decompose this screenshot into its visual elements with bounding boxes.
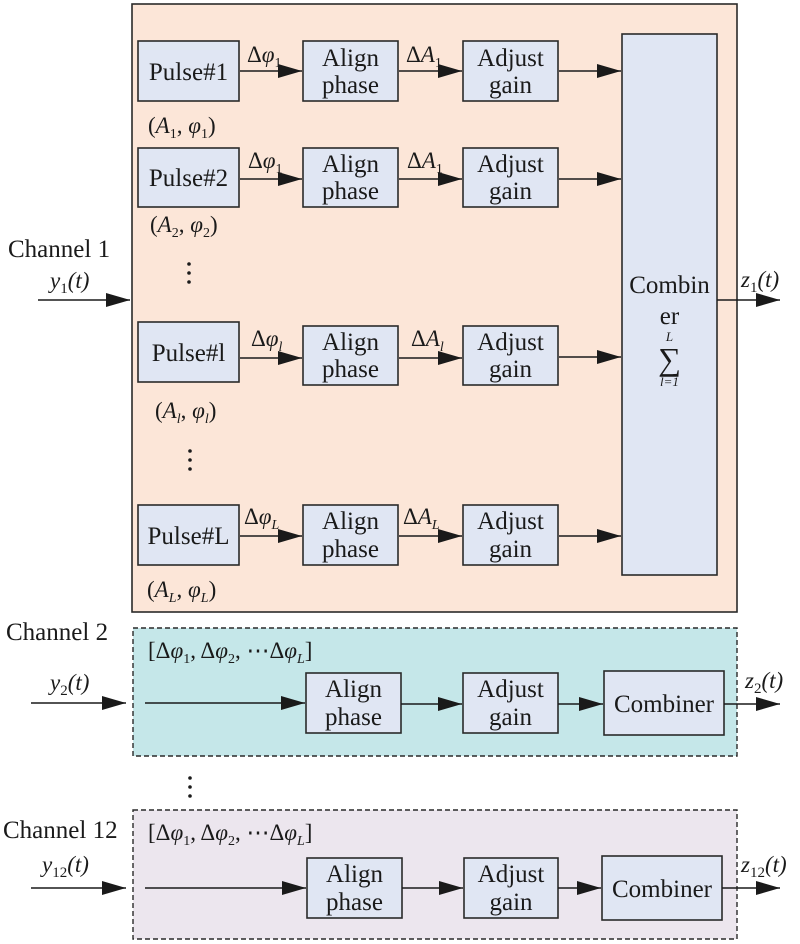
pulse-L-block[interactable] bbox=[137, 504, 240, 566]
pulse-1-label: Pulse#1 bbox=[149, 59, 228, 86]
channel-12-input-label: y12(t) bbox=[40, 852, 89, 881]
sum-symbol: ∑ bbox=[658, 341, 681, 377]
delta-phi-2-label: Δφ1 bbox=[248, 148, 283, 177]
adjust-gain-1-line2: gain bbox=[489, 72, 533, 99]
adjust-gain-2-line2: gain bbox=[489, 178, 533, 205]
pulse-1-block[interactable] bbox=[137, 40, 240, 102]
channel-2-output-label: z2(t) bbox=[744, 668, 783, 697]
channel-12-adjust-line1: Adjust bbox=[478, 861, 545, 888]
align-phase-2-line2: phase bbox=[322, 178, 379, 205]
channel-1-output-label: z1(t) bbox=[740, 267, 779, 296]
channel-2-phase-vector: [Δφ1, Δφ2, ⋯ΔφL] bbox=[148, 638, 312, 667]
combiner-block[interactable] bbox=[621, 33, 718, 576]
pulse-row-l: Pulse#l (Al, φl) Δφl Align phase ΔAl Adj… bbox=[137, 321, 621, 427]
channel-2-adjust-line1: Adjust bbox=[477, 676, 544, 703]
delta-phi-1-label: Δφ1 bbox=[247, 42, 282, 71]
adjust-gain-L-line1: Adjust bbox=[477, 508, 544, 535]
channel-2-adjust-line2: gain bbox=[489, 704, 533, 731]
delta-A-l-label: ΔAl bbox=[411, 326, 444, 355]
combiner-label-line2: er bbox=[660, 303, 680, 330]
pulse-L-params: (AL, φL) bbox=[147, 577, 216, 606]
pulse-l-params: (Al, φl) bbox=[155, 398, 216, 427]
channel-2-combiner-block[interactable] bbox=[603, 670, 725, 736]
channel-1-group: Channel 1 y1(t) Pulse#1 (A1, φ1) Δφ1 Ali… bbox=[8, 3, 780, 613]
combiner-label-line1: Combin bbox=[629, 272, 710, 299]
adjust-gain-l-line2: gain bbox=[489, 356, 533, 383]
delta-phi-l-label: Δφl bbox=[251, 326, 283, 355]
align-phase-l-line2: phase bbox=[322, 356, 379, 383]
adjust-gain-L-line2: gain bbox=[489, 536, 533, 563]
channel-12-phase-vector: [Δφ1, Δφ2, ⋯ΔφL] bbox=[148, 820, 312, 849]
pulse-row-L: Pulse#L (AL, φL) ΔφL Align phase ΔAL Adj… bbox=[137, 504, 621, 606]
channel-2-combiner-label: Combiner bbox=[614, 691, 715, 718]
pulse-2-params: (A2, φ2) bbox=[150, 212, 218, 241]
channel-12-adjust-gain-block[interactable] bbox=[463, 857, 559, 919]
channel-2-align-line2: phase bbox=[325, 704, 382, 731]
align-phase-L-line2: phase bbox=[322, 536, 379, 563]
channel-12-label: Channel 12 bbox=[3, 817, 118, 844]
vertical-ellipsis-channels bbox=[188, 776, 192, 798]
align-phase-2-block[interactable] bbox=[302, 147, 399, 208]
adjust-gain-2-block[interactable] bbox=[462, 147, 559, 208]
align-phase-l-line1: Align bbox=[322, 329, 379, 356]
channel-12-output-label: z12(t) bbox=[740, 852, 787, 881]
channel-12-align-line1: Align bbox=[326, 861, 383, 888]
adjust-gain-L-block[interactable] bbox=[462, 504, 559, 566]
align-phase-1-line1: Align bbox=[322, 45, 379, 72]
pulse-1-params: (A1, φ1) bbox=[148, 113, 216, 142]
pulse-L-label: Pulse#L bbox=[148, 523, 230, 550]
align-phase-L-block[interactable] bbox=[302, 504, 399, 566]
vertical-ellipsis-2 bbox=[188, 449, 192, 471]
adjust-gain-2-line1: Adjust bbox=[477, 151, 544, 178]
pulse-2-block[interactable] bbox=[137, 147, 240, 208]
align-phase-L-line1: Align bbox=[322, 508, 379, 535]
sum-lower-limit: l=1 bbox=[660, 374, 679, 389]
adjust-gain-1-block[interactable] bbox=[462, 40, 559, 102]
adjust-gain-l-line1: Adjust bbox=[477, 329, 544, 356]
adjust-gain-1-line1: Adjust bbox=[477, 45, 544, 72]
adjust-gain-l-block[interactable] bbox=[462, 325, 559, 386]
pulse-l-label: Pulse#l bbox=[152, 340, 226, 367]
channel-1-combiner: Combin er L ∑ l=1 bbox=[621, 33, 718, 576]
pulse-l-block[interactable] bbox=[137, 321, 240, 383]
align-phase-2-line1: Align bbox=[322, 151, 379, 178]
align-phase-1-line2: phase bbox=[322, 72, 379, 99]
channel-12-align-line2: phase bbox=[326, 889, 383, 916]
channel-1-label: Channel 1 bbox=[8, 236, 110, 263]
delta-A-L-label: ΔAL bbox=[403, 504, 440, 533]
channel-2-group: Channel 2 [Δφ1, Δφ2, ⋯ΔφL] y2(t) Align p… bbox=[6, 619, 783, 757]
channel-12-combiner-label: Combiner bbox=[612, 876, 713, 903]
channel-1-input-label: y1(t) bbox=[48, 268, 89, 297]
align-phase-1-block[interactable] bbox=[302, 40, 399, 102]
channel-2-align-phase-block[interactable] bbox=[305, 672, 402, 734]
pulse-row-1: Pulse#1 (A1, φ1) Δφ1 Align phase ΔA1 Adj… bbox=[137, 40, 621, 142]
channel-12-group: Channel 12 [Δφ1, Δφ2, ⋯ΔφL] y12(t) Align… bbox=[3, 809, 787, 940]
channel-12-adjust-line2: gain bbox=[489, 889, 533, 916]
delta-phi-L-label: ΔφL bbox=[244, 504, 280, 533]
channel-2-input-label: y2(t) bbox=[48, 670, 89, 699]
delta-A-2-label: ΔA1 bbox=[407, 148, 443, 177]
pulse-2-label: Pulse#2 bbox=[149, 165, 228, 192]
pulse-row-2: Pulse#2 (A2, φ2) Δφ1 Align phase ΔA1 Adj… bbox=[137, 147, 621, 241]
delta-A-1-label: ΔA1 bbox=[406, 42, 442, 71]
align-phase-l-block[interactable] bbox=[302, 325, 399, 386]
vertical-ellipsis-1 bbox=[187, 262, 191, 284]
channel-2-align-line1: Align bbox=[325, 676, 382, 703]
channel-2-adjust-gain-block[interactable] bbox=[462, 672, 559, 734]
sum-upper-limit: L bbox=[665, 329, 673, 344]
channel-2-label: Channel 2 bbox=[6, 619, 108, 646]
